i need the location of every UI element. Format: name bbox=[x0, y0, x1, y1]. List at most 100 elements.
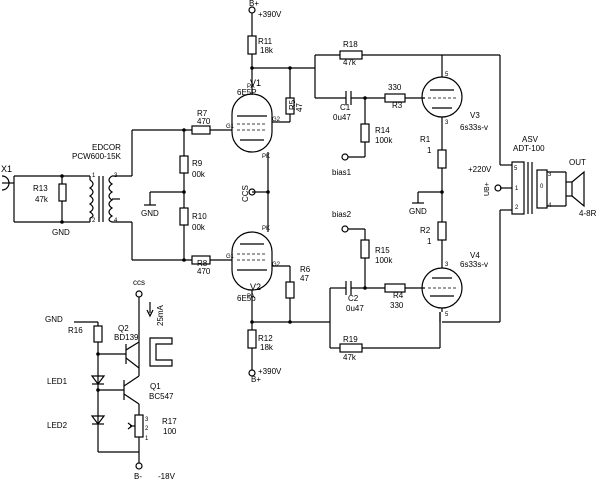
transistor-q2-type: BD139 bbox=[114, 333, 139, 342]
resistor-r6-ref: R6 bbox=[300, 265, 311, 274]
v390-bottom: +390V bbox=[258, 367, 282, 376]
resistor-r12-value: 18k bbox=[260, 343, 274, 352]
transistor-q2-ref: Q2 bbox=[118, 324, 129, 333]
resistor-r13 bbox=[58, 174, 67, 222]
resistor-r7 bbox=[191, 125, 232, 135]
resistor-r14-ref: R14 bbox=[375, 126, 390, 135]
speaker-impedance-label: 4-8R bbox=[579, 209, 597, 218]
resistor-r14-value: 100k bbox=[375, 136, 393, 145]
tube-v4-type: 6s33s-v bbox=[460, 260, 488, 269]
resistor-r16-ref: R16 bbox=[68, 326, 83, 335]
resistor-r13-value: 47k bbox=[35, 195, 49, 204]
grid-network: R9 00k R10 00k GND R7 470 R8 470 bbox=[131, 109, 232, 276]
svg-text:PA: PA bbox=[247, 294, 255, 300]
ccs-circuit bbox=[74, 290, 173, 470]
svg-text:5: 5 bbox=[445, 312, 449, 318]
ub-plus-label: UB+ bbox=[484, 182, 491, 196]
svg-text:G2: G2 bbox=[272, 262, 281, 268]
v390-top: +390V bbox=[258, 10, 282, 19]
resistor-r11-value: 18k bbox=[260, 46, 274, 55]
plate-supply-v2 bbox=[247, 265, 330, 377]
cathode-resistors bbox=[412, 149, 447, 241]
input-transformer: EDCOR PCW600-15K 1 2 3 4 bbox=[72, 143, 132, 224]
transistor-q1-ref: Q1 bbox=[150, 382, 161, 391]
resistor-r9 bbox=[179, 155, 189, 174]
ot-plate-wiring bbox=[439, 55, 512, 323]
input-jack-label: X1 bbox=[1, 164, 12, 174]
resistor-r10 bbox=[179, 207, 189, 226]
resistor-r17-value: 100 bbox=[163, 427, 177, 436]
tube-v1-ref: V1 bbox=[250, 78, 261, 88]
svg-text:G1: G1 bbox=[226, 124, 235, 130]
svg-text:3: 3 bbox=[445, 120, 449, 126]
tube-v2-type: 6E5p bbox=[237, 294, 256, 303]
resistor-r1-value: 1 bbox=[427, 146, 432, 155]
input-section: X1 R13 47k GND bbox=[1, 164, 91, 237]
capacitor-c1-ref: C1 bbox=[340, 103, 351, 112]
svg-text:G1: G1 bbox=[226, 254, 235, 260]
resistor-r13-ref: R13 bbox=[33, 184, 48, 193]
bias1-label: bias1 bbox=[332, 168, 352, 177]
input-transformer-brand: EDCOR bbox=[92, 143, 121, 152]
svg-text:2: 2 bbox=[515, 205, 519, 211]
svg-text:PA: PA bbox=[247, 84, 255, 90]
resistor-r15-ref: R15 bbox=[375, 246, 390, 255]
right-gnd-label: GND bbox=[409, 207, 427, 216]
led2-icon bbox=[90, 415, 106, 425]
speaker-out-label: OUT bbox=[569, 158, 586, 167]
resistor-r7-ref: R7 bbox=[197, 109, 208, 118]
resistor-r10-ref: R10 bbox=[192, 212, 207, 221]
svg-text:1: 1 bbox=[92, 173, 96, 179]
svg-text:0: 0 bbox=[540, 184, 544, 190]
svg-text:2: 2 bbox=[92, 218, 96, 224]
capacitor-c1-value: 0u47 bbox=[333, 113, 351, 122]
svg-text:PK: PK bbox=[262, 154, 270, 160]
resistor-r18-value: 47k bbox=[343, 58, 357, 67]
resistor-r4-ref: R4 bbox=[393, 291, 404, 300]
transistor-q1-type: BC547 bbox=[149, 392, 174, 401]
tube-v4-ref: V4 bbox=[470, 251, 480, 260]
resistor-r19-ref: R19 bbox=[343, 335, 358, 344]
lower-coupling bbox=[329, 225, 441, 353]
b-plus-bottom: B+ bbox=[251, 375, 261, 384]
tube-v2-ref: V2 bbox=[250, 282, 261, 292]
resistor-r2-ref: R2 bbox=[420, 226, 431, 235]
resistor-r1-ref: R1 bbox=[420, 135, 431, 144]
svg-text:4: 4 bbox=[114, 218, 118, 224]
svg-text:PK: PK bbox=[262, 226, 270, 232]
upper-coupling bbox=[314, 50, 500, 161]
capacitor-c2-ref: C2 bbox=[348, 294, 359, 303]
speaker bbox=[565, 170, 585, 208]
output-transformer-model: ADT-100 bbox=[513, 144, 545, 153]
led1-label: LED1 bbox=[47, 377, 68, 386]
tube-v3-type: 6s33s-v bbox=[460, 123, 488, 132]
tube-v4: 3 5 bbox=[421, 240, 463, 318]
led2-label: LED2 bbox=[47, 421, 68, 430]
input-gnd-label: GND bbox=[52, 228, 70, 237]
resistor-r15-value: 100k bbox=[375, 256, 393, 265]
resistor-r18-ref: R18 bbox=[343, 40, 358, 49]
cathode-ccs-link bbox=[248, 152, 270, 232]
svg-text:3: 3 bbox=[445, 262, 449, 268]
input-jack-x1 bbox=[1, 175, 90, 222]
bias2-label: bias2 bbox=[332, 210, 352, 219]
resistor-r7-value: 470 bbox=[197, 117, 211, 126]
output-transformer-brand: ASV bbox=[522, 135, 539, 144]
svg-text:1: 1 bbox=[145, 436, 149, 442]
resistor-r8-value: 470 bbox=[197, 267, 211, 276]
heatsink-icon bbox=[149, 337, 173, 367]
svg-text:1: 1 bbox=[515, 186, 519, 192]
plate-supply-v1 bbox=[247, 6, 315, 123]
v18-neg-label: -18V bbox=[158, 472, 176, 481]
resistor-r11-ref: R11 bbox=[258, 37, 273, 46]
resistor-r4-value: 330 bbox=[390, 301, 404, 310]
resistor-r5-ref: R5 bbox=[288, 99, 297, 110]
resistor-r3-ref: R3 bbox=[392, 101, 403, 110]
svg-text:G2: G2 bbox=[272, 117, 281, 123]
input-transformer-model: PCW600-15K bbox=[72, 152, 122, 161]
resistor-r8 bbox=[191, 255, 232, 265]
tube-v3: 5 3 bbox=[421, 55, 463, 150]
ccs-gnd-label: GND bbox=[45, 315, 63, 324]
capacitor-c2-value: 0u47 bbox=[346, 304, 364, 313]
